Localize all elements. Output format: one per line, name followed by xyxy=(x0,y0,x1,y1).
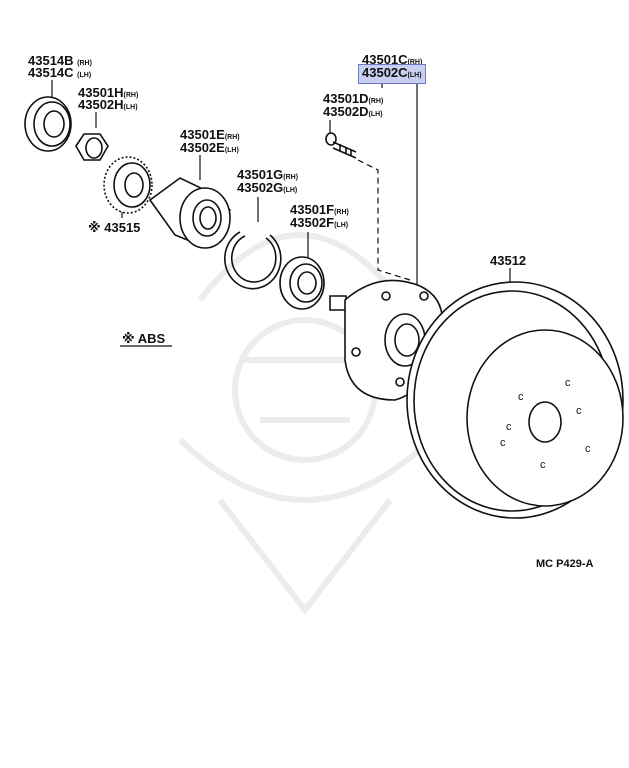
bearing-43501E xyxy=(148,177,232,249)
svg-text:c: c xyxy=(576,405,582,417)
label-43501C[interactable]: 43501C(RH) xyxy=(362,52,423,67)
svg-text:c: c xyxy=(585,443,591,455)
brake-disc-43512: c c c c c c c xyxy=(406,281,624,519)
label-43502E[interactable]: 43502E(LH) xyxy=(180,140,239,155)
oil-seal-43514 xyxy=(24,96,72,152)
label-43502C-highlighted[interactable]: 43502C(LH) xyxy=(358,64,426,84)
label-43502H[interactable]: 43502H(LH) xyxy=(78,97,138,112)
label-43501F[interactable]: 43501F(RH) xyxy=(290,202,349,217)
seal-43501F xyxy=(279,256,325,310)
abs-rotor-43515 xyxy=(103,156,153,214)
label-43512[interactable]: 43512 xyxy=(490,253,527,268)
label-43501D[interactable]: 43501D(RH) xyxy=(323,91,384,106)
abs-note: ※ ABS xyxy=(122,331,166,346)
label-43501E[interactable]: 43501E(RH) xyxy=(180,127,240,142)
diagram-code: MC P429-A xyxy=(536,558,594,570)
svg-text:c: c xyxy=(506,421,512,433)
snap-ring-43501G xyxy=(224,231,282,290)
hub-bolt-43501D xyxy=(325,132,357,159)
label-43502F[interactable]: 43502F(LH) xyxy=(290,215,349,230)
label-43501G[interactable]: 43501G(RH) xyxy=(237,167,299,182)
svg-text:c: c xyxy=(518,391,524,403)
nut-43501H xyxy=(75,133,109,161)
label-43502G[interactable]: 43502G(LH) xyxy=(237,180,298,195)
svg-text:c: c xyxy=(540,459,546,471)
svg-text:c: c xyxy=(500,437,506,449)
label-43502D[interactable]: 43502D(LH) xyxy=(323,104,383,119)
svg-text:c: c xyxy=(565,377,571,389)
label-43501H[interactable]: 43501H(RH) xyxy=(78,85,139,100)
label-43514C[interactable]: 43514C (LH) xyxy=(28,65,92,80)
label-43514B[interactable]: 43514B (RH) xyxy=(28,53,92,68)
label-43515[interactable]: ※ 43515 xyxy=(88,220,141,235)
